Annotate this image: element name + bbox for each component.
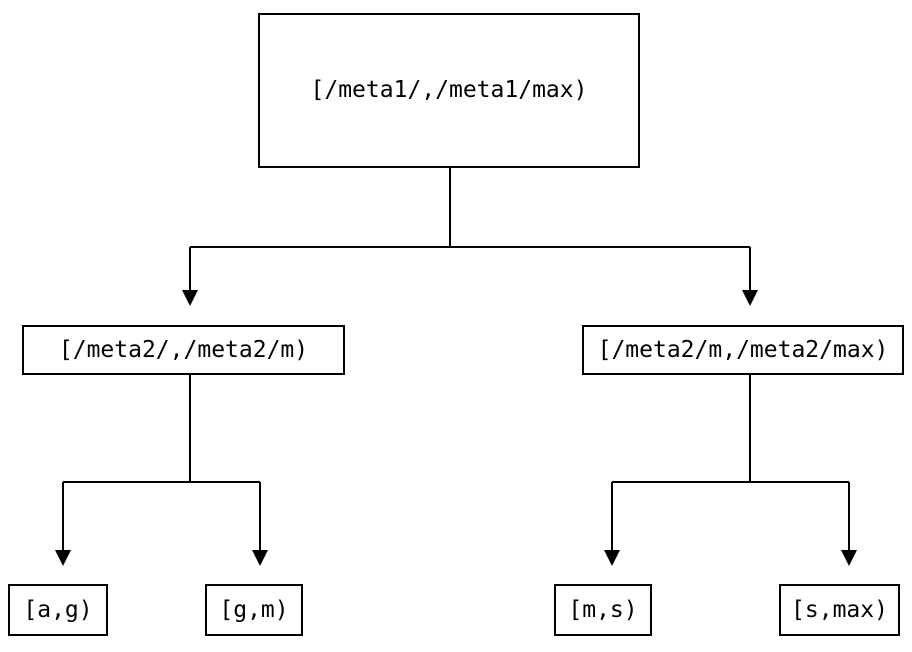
connector-path-level2-right: [611, 375, 850, 550]
connector-path-level2-left: [62, 375, 261, 550]
arrow-down-icon: [252, 550, 268, 566]
node-leaf-a-g: [a,g): [8, 584, 108, 636]
node-leaf-g-m: [g,m): [205, 584, 303, 636]
arrow-down-icon: [55, 550, 71, 566]
node-meta2-left-interval: [/meta2/,/meta2/m): [22, 325, 345, 375]
arrow-down-icon: [604, 550, 620, 566]
node-meta2-right-interval: [/meta2/m,/meta2/max): [582, 325, 904, 375]
arrow-down-icon: [841, 550, 857, 566]
node-leaf-m-s: [m,s): [554, 584, 652, 636]
node-root-interval: [/meta1/,/meta1/max): [258, 13, 640, 168]
arrow-down-icon: [742, 290, 758, 306]
connector-path-level1: [189, 168, 751, 290]
node-leaf-s-max: [s,max): [779, 584, 900, 636]
arrow-down-icon: [182, 290, 198, 306]
